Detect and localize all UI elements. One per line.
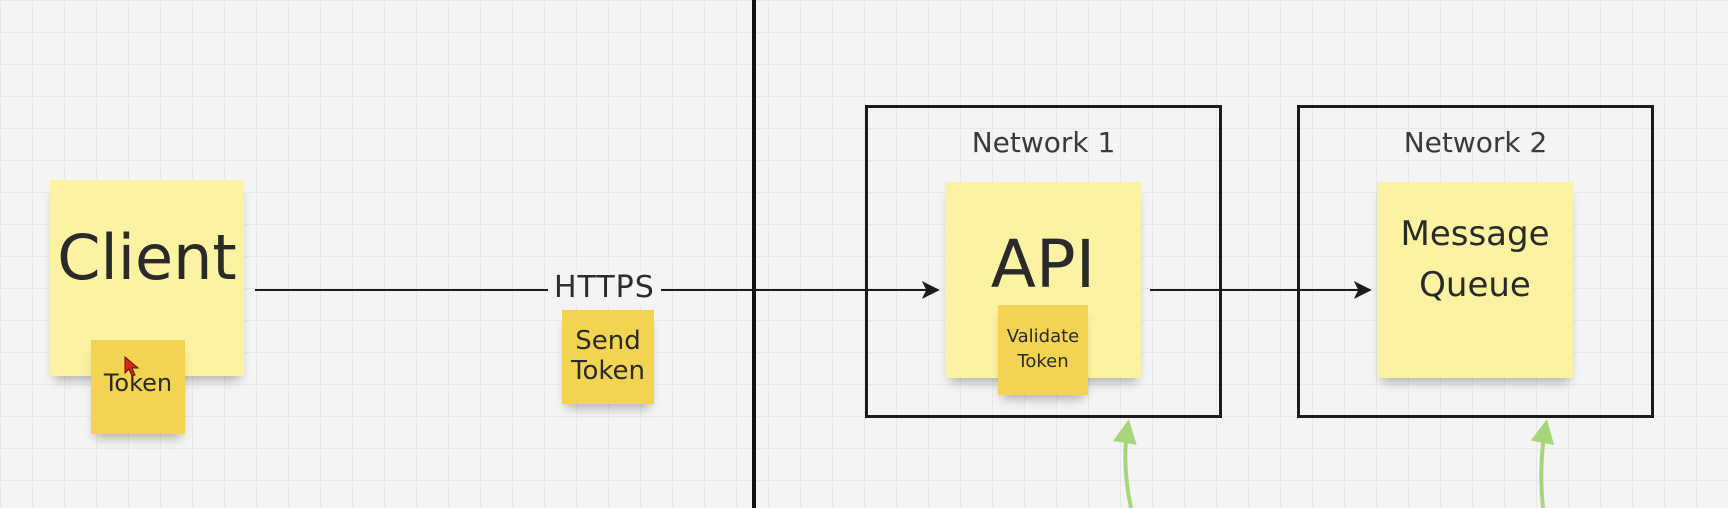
token-label: Token (103, 369, 173, 398)
validate-token-line2: Token (1017, 351, 1069, 372)
send-token-note[interactable]: Send Token (562, 310, 654, 404)
message-queue-line1: Message (1400, 214, 1550, 254)
validate-token-line1: Validate (1006, 326, 1080, 348)
network1-label: Network 1 (971, 126, 1116, 159)
green-arrow-network1[interactable] (1113, 419, 1137, 508)
validate-token-note[interactable]: Validate Token (998, 305, 1088, 395)
api-label: API (990, 226, 1096, 304)
message-queue-line2: Queue (1419, 265, 1531, 305)
client-label: Client (57, 221, 237, 295)
message-queue-note[interactable]: Message Queue (1377, 182, 1573, 378)
network2-frame[interactable]: Network 2 (1297, 105, 1654, 418)
send-token-line1: Send (575, 326, 641, 357)
https-label: HTTPS (548, 270, 661, 305)
green-arrow-network2[interactable] (1530, 419, 1555, 508)
network2-label: Network 2 (1403, 126, 1548, 159)
network1-frame[interactable]: Network 1 (865, 105, 1222, 418)
mouse-cursor-icon (124, 356, 140, 377)
send-token-line2: Token (571, 356, 645, 386)
token-note[interactable]: Token (91, 340, 185, 434)
